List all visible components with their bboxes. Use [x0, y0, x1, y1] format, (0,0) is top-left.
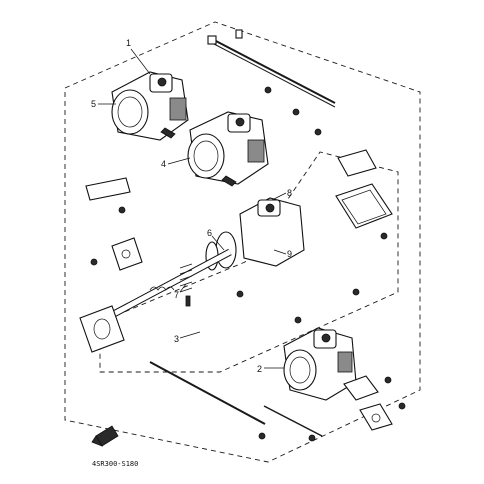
leader-lines [98, 48, 287, 369]
intake-duct-box [335, 149, 393, 229]
callout-2: 2 [257, 364, 262, 374]
sub-assembly-boundary [99, 151, 399, 373]
fuel-tube-assembly [79, 248, 232, 353]
figure-code: 4SR300-S180 [92, 460, 138, 468]
bracket-left [85, 177, 143, 271]
callout-7: 7 [174, 290, 179, 300]
callout-5: 5 [91, 99, 96, 109]
arrow-icon [91, 425, 119, 447]
callout-1: 1 [126, 38, 131, 48]
throttle-linkage-rod [207, 29, 336, 108]
assembly-boundary [64, 21, 421, 463]
callout-8: 8 [287, 188, 292, 198]
carburetor-body-4 [187, 111, 269, 187]
carburetor-body-2 [283, 327, 357, 401]
bottom-linkage-rod [149, 361, 323, 437]
callout-9: 9 [287, 249, 292, 259]
callout-6: 6 [207, 228, 212, 238]
bracket-right [343, 375, 393, 431]
fasteners [90, 86, 406, 442]
spring-stack-7 [179, 263, 193, 307]
callout-3: 3 [174, 334, 179, 344]
callout-4: 4 [161, 159, 166, 169]
callouts: 1 2 3 4 5 6 7 8 9 [91, 38, 292, 374]
carburetor-body-5 [111, 71, 189, 141]
